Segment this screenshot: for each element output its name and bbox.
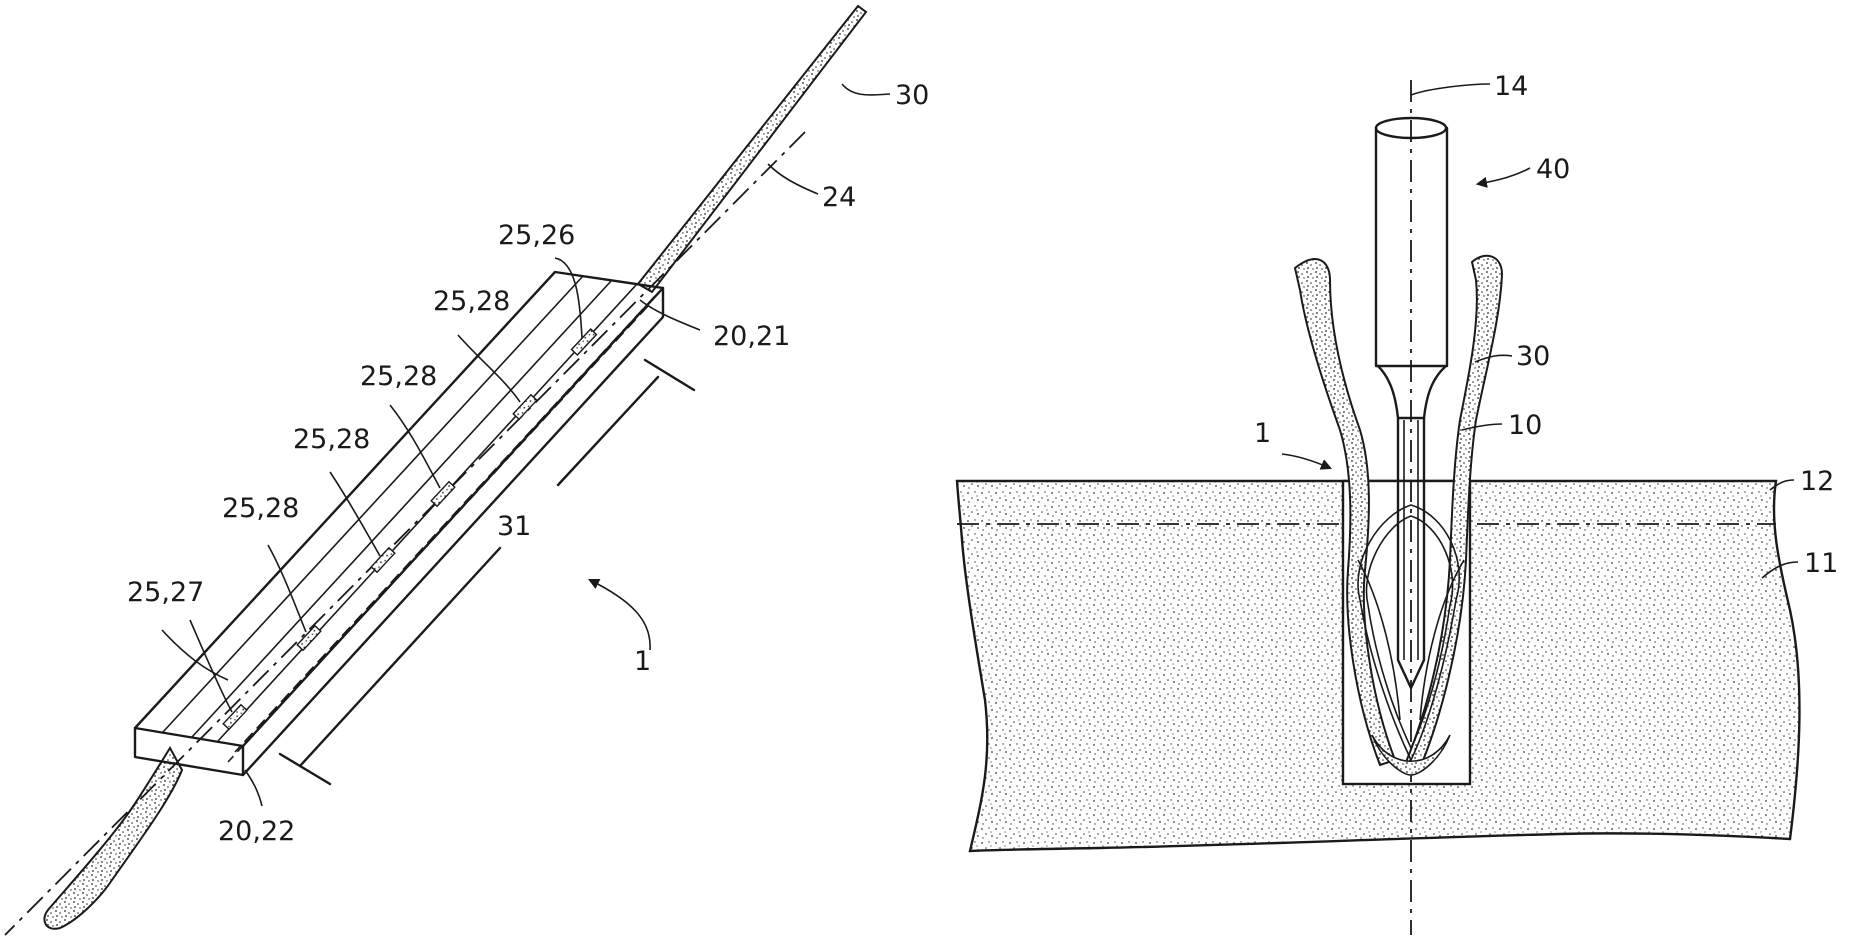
axis-24 xyxy=(5,132,805,935)
left-leaders xyxy=(162,84,890,806)
label-12: 12 xyxy=(1800,466,1834,497)
label-24: 24 xyxy=(822,182,856,213)
label-11: 11 xyxy=(1804,548,1838,579)
left-view: 30 24 25,26 20,21 25,28 25,28 25,28 25,2… xyxy=(5,6,929,935)
label-14: 14 xyxy=(1494,71,1528,102)
label-31: 31 xyxy=(497,511,531,542)
anchor-body xyxy=(135,272,663,775)
label-30-right: 30 xyxy=(1516,341,1550,372)
thread-upper xyxy=(638,6,866,292)
label-1-right: 1 xyxy=(1254,418,1271,449)
label-25-26: 25,26 xyxy=(498,220,575,251)
label-20-21: 20,21 xyxy=(713,321,790,352)
label-1-left: 1 xyxy=(634,646,651,677)
label-10: 10 xyxy=(1508,410,1542,441)
label-40: 40 xyxy=(1536,154,1570,185)
label-30-left: 30 xyxy=(895,80,929,111)
label-25-28-a: 25,28 xyxy=(433,286,510,317)
thread-lower xyxy=(44,748,182,929)
label-25-27: 25,27 xyxy=(127,577,204,608)
label-25-28-b: 25,28 xyxy=(360,361,437,392)
label-20-22: 20,22 xyxy=(218,816,295,847)
label-25-28-d: 25,28 xyxy=(222,493,299,524)
label-25-28-c: 25,28 xyxy=(293,424,370,455)
right-view: 14 40 30 10 1 12 11 xyxy=(957,71,1838,935)
